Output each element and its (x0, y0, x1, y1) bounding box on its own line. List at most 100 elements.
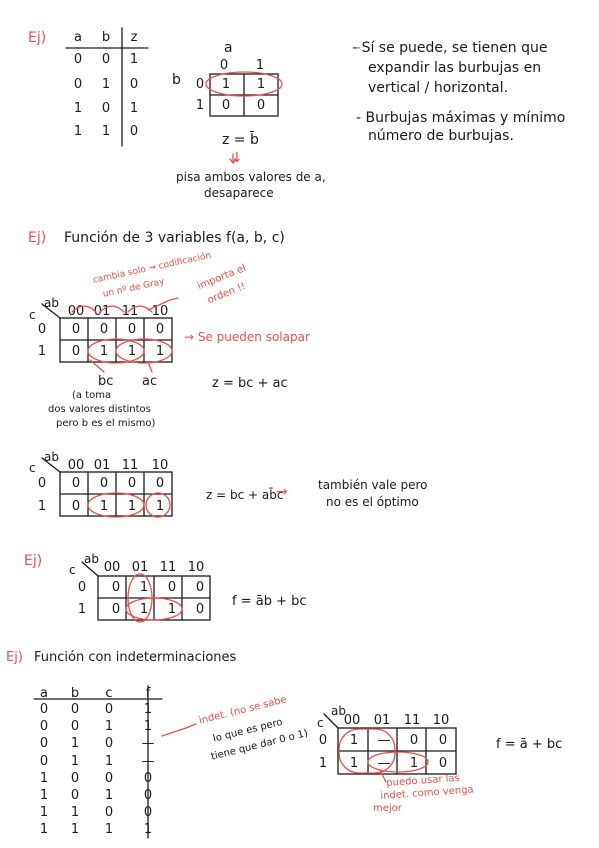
table-cell: 1 (104, 788, 114, 803)
kmapD-corner-slash (323, 713, 339, 729)
table-cell: 0 (104, 736, 114, 751)
kmapA-row-0: 0 (37, 322, 47, 337)
table-cell: 1 (39, 805, 49, 820)
bullet1-line3: vertical / horizontal. (368, 80, 509, 96)
table-cell: 0 (104, 805, 114, 820)
kmap-cell: 1 (256, 77, 266, 92)
kmap-cell: 1 (155, 344, 165, 359)
kmapA-grid (59, 317, 173, 363)
table-cell: 1 (101, 77, 111, 92)
ex2-result2: z = bc + ab̄c (206, 488, 284, 502)
kmapD-row-0: 0 (318, 733, 328, 748)
ex1-kmap-top-var: a (224, 40, 233, 56)
kmap-cell: — (377, 756, 391, 771)
kmapC-col-1: 01 (131, 560, 149, 575)
kmapA-col-0: 00 (67, 304, 85, 319)
ex4-result: f = ā + bc (496, 737, 563, 752)
table-cell: 1 (70, 822, 80, 837)
table-cell: 1 (104, 822, 114, 837)
kmap-cell: 1 (221, 77, 231, 92)
kmapD-col-3: 10 (432, 713, 450, 728)
ex1-result: z = b̄ (222, 132, 259, 148)
gray-arc-2 (99, 305, 125, 313)
kmap-cell: 0 (71, 476, 81, 491)
kmapD-col-2: 11 (403, 713, 421, 728)
ex1-red-arrow (229, 153, 237, 165)
ex1-note-line1: pisa ambos valores de a, (176, 170, 326, 184)
kmapA-corner-c: c (29, 308, 36, 322)
bc-note-line2: dos valores distintos (48, 404, 151, 415)
also-note-line2: no es el óptimo (326, 495, 419, 509)
kmap-cell: 0 (221, 98, 231, 113)
kmap-cell: 0 (167, 580, 177, 595)
bc-note-line1: (a toma (72, 390, 112, 401)
kmap-cell: 0 (111, 602, 121, 617)
kmapA-row-1: 1 (37, 344, 47, 359)
ex1-kmap-grid (209, 73, 279, 117)
table-cell: 1 (104, 754, 114, 769)
ex2-title: Función de 3 variables f(a, b, c) (64, 230, 285, 246)
kmap-cell: 1 (409, 756, 419, 771)
table-cell: 0 (104, 702, 114, 717)
kmap-cell: 1 (127, 344, 137, 359)
bullet1-line2: expandir las burbujas en (368, 60, 542, 76)
kmap-cell: 1 (349, 733, 359, 748)
kmap-cell: 1 (127, 499, 137, 514)
table-cell: 1 (129, 52, 139, 67)
ex1-arrow: ↓ (231, 150, 243, 166)
gray-arc-3 (127, 305, 153, 313)
gray-arc-1 (71, 305, 97, 313)
kmapB-corner-ab: ab (44, 450, 59, 464)
kmapA-corner-ab: ab (44, 296, 59, 310)
kmapA-corner-slash (41, 303, 61, 319)
table-cell: 1 (101, 124, 111, 139)
table-cell: 0 (73, 52, 83, 67)
overlap-note-text: → Se pueden solapar (184, 330, 310, 344)
table-cell: 0 (39, 702, 49, 717)
kmapC-col-0: 00 (103, 560, 121, 575)
ex1-note-line2: desaparece (204, 186, 274, 200)
kmapB-col-0: 00 (67, 458, 85, 473)
ex2-label: Ej) (28, 230, 47, 246)
also-note-line1: también vale pero (318, 478, 428, 492)
table-cell: 1 (70, 754, 80, 769)
kmapD-corner-c: c (317, 716, 324, 730)
table-cell: 1 (39, 788, 49, 803)
kmapD-corner-ab: ab (331, 704, 346, 718)
kmapC-col-3: 10 (187, 560, 205, 575)
ac-pointer (147, 361, 153, 373)
ex1-kmap-col-1: 1 (255, 58, 265, 73)
ex1-kmap-left-var: b (172, 72, 181, 88)
kmapB-col-3: 10 (151, 458, 169, 473)
kmap-cell: 0 (438, 756, 448, 771)
kmap-cell: 0 (111, 580, 121, 595)
table-cell: 1 (104, 719, 114, 734)
table-cell: 1 (73, 101, 83, 116)
kmap-cell: 0 (195, 580, 205, 595)
ex1-bubble (205, 71, 283, 97)
kmapB-col-1: 01 (93, 458, 111, 473)
table-cell: 0 (129, 77, 139, 92)
table-cell: 0 (70, 771, 80, 786)
ex2-result: z = bc + ac (212, 376, 288, 391)
table-cell: 1 (39, 822, 49, 837)
kmap-cell: 0 (71, 344, 81, 359)
kmapD-col-1: 01 (373, 713, 391, 728)
bubble-bc-3 (125, 597, 183, 621)
bubble-bc-2 (87, 492, 145, 518)
bubble-ac (115, 338, 173, 364)
kmap-cell: 0 (99, 476, 109, 491)
indet-arrow (161, 723, 197, 737)
table-cell: 1 (70, 805, 80, 820)
kmap-cell: 0 (155, 476, 165, 491)
table-cell: 0 (39, 719, 49, 734)
ex4-header-c: c (105, 686, 113, 701)
ex1-kmap-row-0: 0 (195, 77, 205, 92)
table-cell: 0 (73, 77, 83, 92)
ac-label: ac (142, 374, 158, 389)
kmap-cell: 0 (127, 476, 137, 491)
bullet2-line2: número de burbujas. (368, 128, 514, 144)
bubble-bc-4 (367, 751, 429, 773)
kmapC-row-0: 0 (77, 580, 87, 595)
table-cell: 1 (70, 736, 80, 751)
